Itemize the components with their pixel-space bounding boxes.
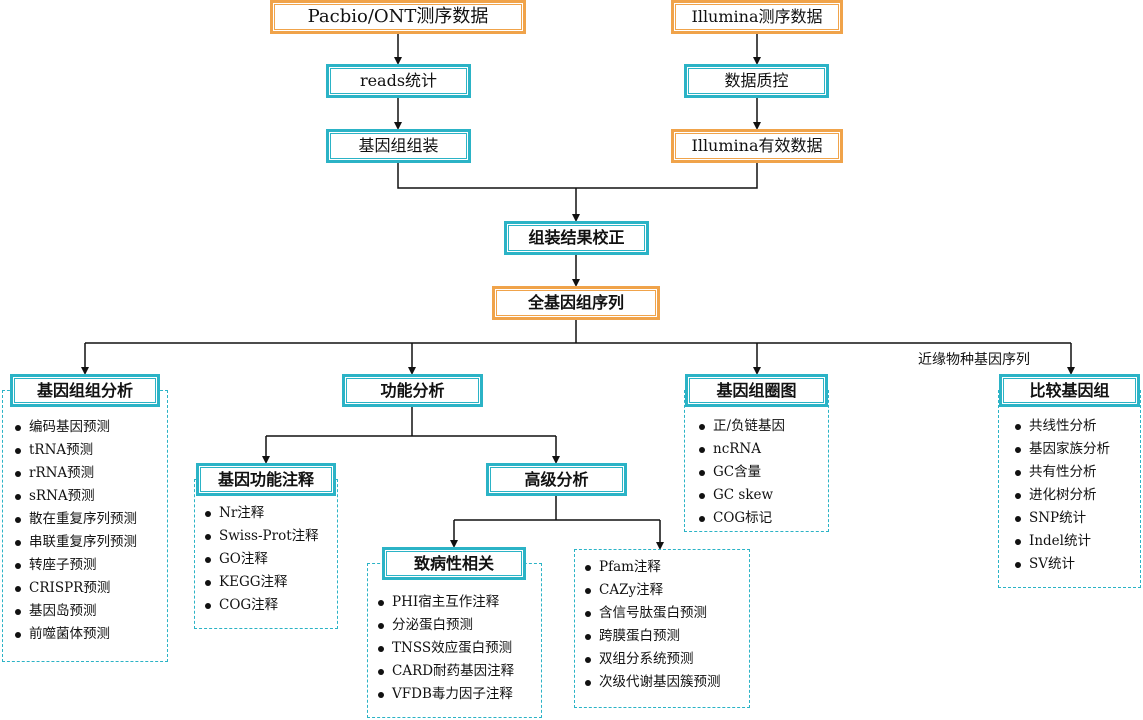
list-item: 进化树分析	[1011, 484, 1140, 507]
list-item: COG注释	[201, 594, 337, 617]
list-item: 前噬菌体预测	[11, 623, 167, 646]
list-item: PHI宿主互作注释	[374, 591, 541, 614]
list-item: Pfam注释	[581, 556, 749, 579]
list-item: TNSS效应蛋白预测	[374, 637, 541, 660]
related-species-label: 近缘物种基因序列	[918, 352, 1030, 368]
list-item: KEGG注释	[201, 571, 337, 594]
list-item: GC skew	[695, 484, 828, 507]
list-item: CARD耐药基因注释	[374, 660, 541, 683]
genome-components-title: 基因组组分析	[10, 374, 160, 407]
list-item: 共线性分析	[1011, 415, 1140, 438]
list-item: COG标记	[695, 507, 828, 530]
advanced-branch	[454, 496, 660, 521]
list-item: SV统计	[1011, 553, 1140, 576]
comparative-list: 共线性分析 基因家族分析 共有性分析 进化树分析 SNP统计 Indel统计 S…	[999, 391, 1140, 576]
list-item: 散在重复序列预测	[11, 508, 167, 531]
illumina-valid-data-box: Illumina有效数据	[671, 129, 843, 163]
list-item: 基因家族分析	[1011, 438, 1140, 461]
function-analysis-box: 功能分析	[342, 374, 483, 407]
full-genome-sequence-box: 全基因组序列	[492, 286, 660, 320]
list-item: 含信号肽蛋白预测	[581, 602, 749, 625]
merge-line	[397, 162, 758, 189]
list-item: rRNA预测	[11, 462, 167, 485]
list-item: 串联重复序列预测	[11, 531, 167, 554]
list-item: 分泌蛋白预测	[374, 614, 541, 637]
list-item: 编码基因预测	[11, 416, 167, 439]
advanced-list: Pfam注释 CAZy注释 含信号肽蛋白预测 跨膜蛋白预测 双组分系统预测 次级…	[575, 550, 749, 694]
comparative-title: 比较基因组	[999, 374, 1140, 407]
list-item: 双组分系统预测	[581, 648, 749, 671]
genome-circle-panel: 正/负链基因 ncRNA GC含量 GC skew COG标记	[684, 390, 829, 532]
assembly-box: 基因组组装	[326, 129, 471, 163]
pathogenic-panel: PHI宿主互作注释 分泌蛋白预测 TNSS效应蛋白预测 CARD耐药基因注释 V…	[367, 563, 542, 718]
list-item: Indel统计	[1011, 530, 1140, 553]
list-item: 共有性分析	[1011, 461, 1140, 484]
genome-components-list: 编码基因预测 tRNA预测 rRNA预测 sRNA预测 散在重复序列预测 串联重…	[3, 391, 167, 646]
list-item: CAZy注释	[581, 579, 749, 602]
list-item: 次级代谢基因簇预测	[581, 671, 749, 694]
list-item: SNP统计	[1011, 507, 1140, 530]
advanced-analysis-box: 高级分析	[486, 463, 627, 496]
branch-line	[85, 320, 1071, 344]
gene-annotation-panel: Nr注释 Swiss-Prot注释 GO注释 KEGG注释 COG注释	[194, 479, 338, 629]
qc-box: 数据质控	[684, 64, 829, 98]
list-item: 转座子预测	[11, 554, 167, 577]
list-item: CRISPR预测	[11, 577, 167, 600]
reads-stat-box: reads统计	[326, 64, 471, 98]
comparative-panel: 共线性分析 基因家族分析 共有性分析 进化树分析 SNP统计 Indel统计 S…	[998, 390, 1141, 588]
list-item: GO注释	[201, 548, 337, 571]
list-item: sRNA预测	[11, 485, 167, 508]
genome-components-panel: 编码基因预测 tRNA预测 rRNA预测 sRNA预测 散在重复序列预测 串联重…	[2, 390, 168, 662]
illumina-data-box: Illumina测序数据	[671, 0, 843, 34]
list-item: 跨膜蛋白预测	[581, 625, 749, 648]
advanced-list-panel: Pfam注释 CAZy注释 含信号肽蛋白预测 跨膜蛋白预测 双组分系统预测 次级…	[574, 549, 750, 708]
list-item: ncRNA	[695, 438, 828, 461]
list-item: Swiss-Prot注释	[201, 525, 337, 548]
list-item: tRNA预测	[11, 439, 167, 462]
pathogenic-title: 致病性相关	[382, 547, 526, 580]
genome-circle-title: 基因组圈图	[685, 374, 828, 407]
pathogenic-list: PHI宿主互作注释 分泌蛋白预测 TNSS效应蛋白预测 CARD耐药基因注释 V…	[368, 564, 541, 706]
assembly-correction-box: 组装结果校正	[504, 221, 649, 255]
pacbio-ont-data-box: Pacbio/ONT测序数据	[270, 0, 526, 34]
list-item: Nr注释	[201, 502, 337, 525]
gene-annotation-title: 基因功能注释	[196, 463, 336, 496]
gene-annotation-list: Nr注释 Swiss-Prot注释 GO注释 KEGG注释 COG注释	[195, 480, 337, 617]
function-branch	[266, 406, 556, 437]
list-item: 正/负链基因	[695, 415, 828, 438]
list-item: VFDB毒力因子注释	[374, 683, 541, 706]
list-item: GC含量	[695, 461, 828, 484]
list-item: 基因岛预测	[11, 600, 167, 623]
genome-circle-list: 正/负链基因 ncRNA GC含量 GC skew COG标记	[685, 391, 828, 530]
